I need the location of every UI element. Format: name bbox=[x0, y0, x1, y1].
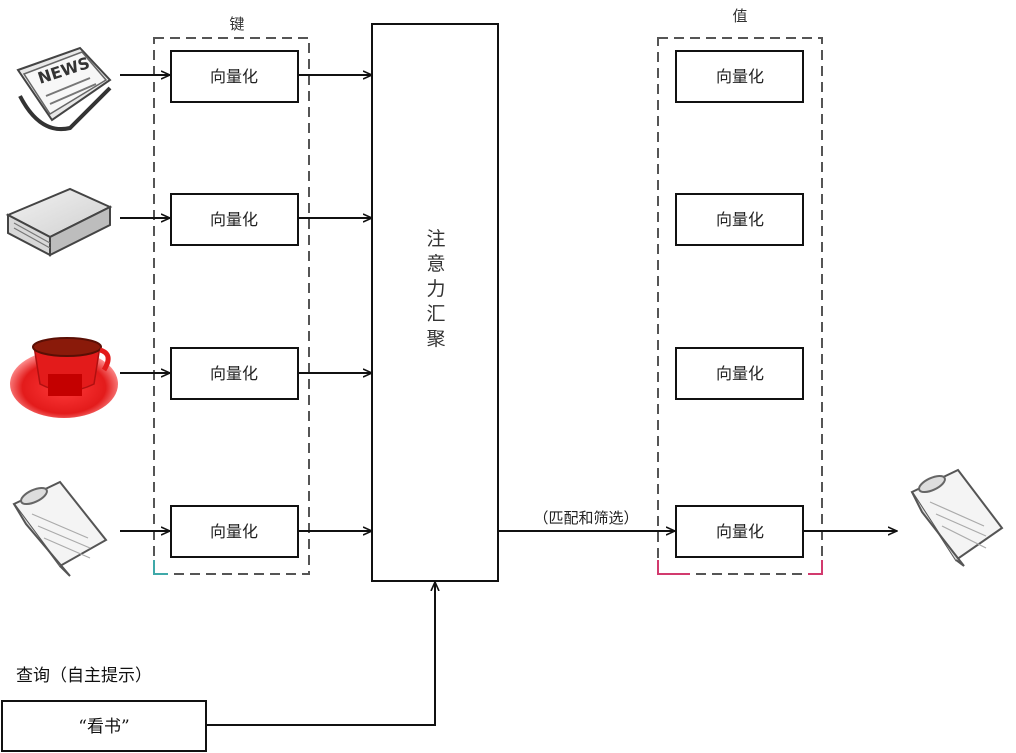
query-box bbox=[1, 700, 207, 752]
keys-corner-accent bbox=[153, 560, 168, 575]
key-vectorize-box bbox=[170, 193, 299, 246]
value-vectorize-label: 向量化 bbox=[716, 364, 764, 383]
key-row-2: 向量化 bbox=[120, 193, 372, 246]
values-dashed-frame bbox=[657, 37, 823, 575]
key-vectorize-label: 向量化 bbox=[210, 67, 258, 86]
match-filter-edge: （匹配和筛选） bbox=[498, 509, 675, 531]
query-text: “看书” bbox=[78, 717, 129, 737]
key-row-3: 向量化 bbox=[120, 347, 372, 400]
attention-char: 力 bbox=[426, 278, 445, 300]
values-group: 值 bbox=[657, 7, 823, 575]
attention-char: 注 bbox=[426, 228, 445, 250]
match-filter-label: （匹配和筛选） bbox=[533, 509, 638, 527]
key-row-1: 向量化 bbox=[120, 50, 372, 103]
key-vectorize-label: 向量化 bbox=[210, 522, 258, 541]
keys-label: 键 bbox=[229, 15, 244, 33]
value-vectorize-label: 向量化 bbox=[716, 67, 764, 86]
query-arrow bbox=[206, 582, 435, 726]
key-vectorize-label: 向量化 bbox=[210, 364, 258, 383]
value-vectorize-label: 向量化 bbox=[716, 210, 764, 229]
output-notebook-icon bbox=[910, 468, 1004, 567]
attention-char: 聚 bbox=[426, 328, 445, 350]
attention-pooling: 注 意 力 汇 聚 bbox=[371, 23, 499, 582]
keys-group: 键 bbox=[153, 15, 310, 575]
tea-cup-icon bbox=[10, 337, 118, 418]
values-corner-accent bbox=[657, 560, 690, 575]
key-vectorize-box bbox=[170, 505, 299, 558]
value-row-3: 向量化 bbox=[675, 347, 804, 400]
key-row-4: 向量化 bbox=[120, 505, 372, 558]
value-row-4: 向量化 bbox=[675, 505, 804, 558]
query-title: 查询（自主提示） bbox=[16, 666, 152, 686]
value-row-2: 向量化 bbox=[675, 193, 804, 246]
keys-dashed-frame bbox=[153, 37, 310, 575]
value-vectorize-label: 向量化 bbox=[716, 522, 764, 541]
attention-char: 意 bbox=[426, 253, 445, 275]
key-vectorize-box bbox=[170, 50, 299, 103]
value-vectorize-box bbox=[675, 193, 804, 246]
newspaper-icon: NEWS bbox=[16, 46, 112, 131]
attention-pooling-box bbox=[371, 23, 499, 582]
attention-char: 汇 bbox=[426, 303, 445, 325]
value-vectorize-box bbox=[675, 347, 804, 400]
value-row-1: 向量化 bbox=[675, 50, 804, 103]
notebook-icon bbox=[12, 480, 108, 577]
book-icon bbox=[5, 187, 113, 257]
query-block: 查询（自主提示） “看书” bbox=[1, 582, 435, 752]
values-label: 值 bbox=[732, 7, 747, 25]
key-vectorize-label: 向量化 bbox=[210, 210, 258, 229]
values-corner-accent bbox=[808, 560, 823, 575]
value-vectorize-box bbox=[675, 50, 804, 103]
